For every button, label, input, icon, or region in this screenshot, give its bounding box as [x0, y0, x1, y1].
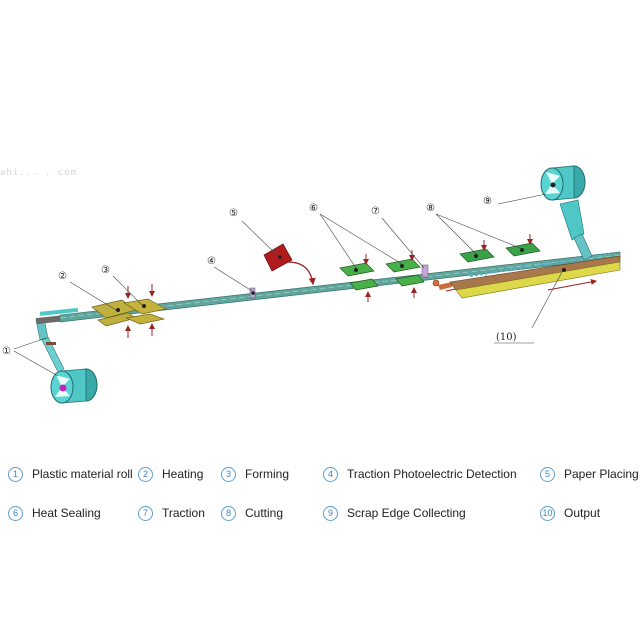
legend-item-4: 4 Traction Photoelectric Detection [323, 464, 517, 484]
machine-diagram: ① ② ③ ④ ⑤ ⑥ ⑦ ⑧ ⑨ (10) [2, 165, 621, 404]
legend-label: Scrap Edge Collecting [347, 506, 466, 520]
callout-8: ⑧ [426, 203, 435, 214]
legend-item-3: 3 Forming [221, 464, 289, 484]
roll-hub-icon [59, 384, 67, 392]
legend-label: Heat Sealing [32, 506, 101, 520]
legend-number-icon: 2 [138, 466, 153, 482]
legend-number-icon: 8 [221, 505, 236, 521]
forming-station [123, 284, 167, 338]
legend-label: Traction [162, 506, 205, 520]
legend-number-icon: 3 [221, 466, 236, 482]
legend-label: Forming [245, 467, 290, 481]
callout-4: ④ [207, 256, 216, 267]
callout-10: (10) [496, 332, 517, 343]
legend-number-icon: 4 [323, 466, 338, 482]
watermark: ahi... . com [0, 168, 78, 178]
legend-label: Paper Placing [564, 467, 639, 481]
callouts: ① ② ③ ④ ⑤ ⑥ ⑦ ⑧ ⑨ (10) [2, 196, 534, 357]
scrap-edge-collector [540, 165, 593, 261]
legend-label: Output [564, 506, 601, 520]
legend-item-10: 10 Output [540, 503, 600, 523]
leader-lines [13, 193, 563, 377]
legend-number-icon: 5 [540, 466, 555, 482]
legend-number-icon: 7 [138, 505, 153, 521]
legend-label: Heating [162, 467, 204, 481]
callout-6: ⑥ [309, 203, 318, 214]
legend-item-7: 7 Traction [138, 503, 205, 523]
callout-2: ② [58, 271, 67, 282]
legend-item-5: 5 Paper Placing [540, 464, 639, 484]
legend-item-1: 1 Plastic material roll [8, 464, 133, 484]
legend-number-icon: 9 [323, 505, 338, 521]
plastic-material-roll [50, 368, 98, 404]
paper-placing-unit [263, 243, 316, 286]
output-table [449, 253, 621, 299]
legend-label: Traction Photoelectric Detection [347, 467, 517, 481]
callout-1: ① [2, 346, 11, 357]
legend-label: Plastic material roll [32, 467, 133, 481]
heat-sealing-station-2 [385, 250, 425, 298]
legend-item-6: 6 Heat Sealing [8, 503, 101, 523]
legend: 1 Plastic material roll 2 Heating 3 Form… [0, 462, 640, 532]
legend-number-icon: 10 [540, 505, 555, 521]
film-feed [35, 307, 79, 373]
callout-9: ⑨ [483, 196, 492, 207]
callout-3: ③ [101, 265, 110, 276]
legend-item-9: 9 Scrap Edge Collecting [323, 503, 466, 523]
legend-number-icon: 6 [8, 505, 23, 521]
legend-number-icon: 1 [8, 466, 23, 482]
callout-5: ⑤ [229, 208, 238, 219]
legend-label: Cutting [245, 506, 284, 520]
callout-7: ⑦ [371, 206, 380, 217]
heat-sealing-station-1 [339, 254, 379, 302]
collector-hub-icon [550, 182, 556, 188]
photoelectric-sensor [249, 287, 256, 299]
legend-item-2: 2 Heating [138, 464, 203, 484]
legend-item-8: 8 Cutting [221, 503, 283, 523]
